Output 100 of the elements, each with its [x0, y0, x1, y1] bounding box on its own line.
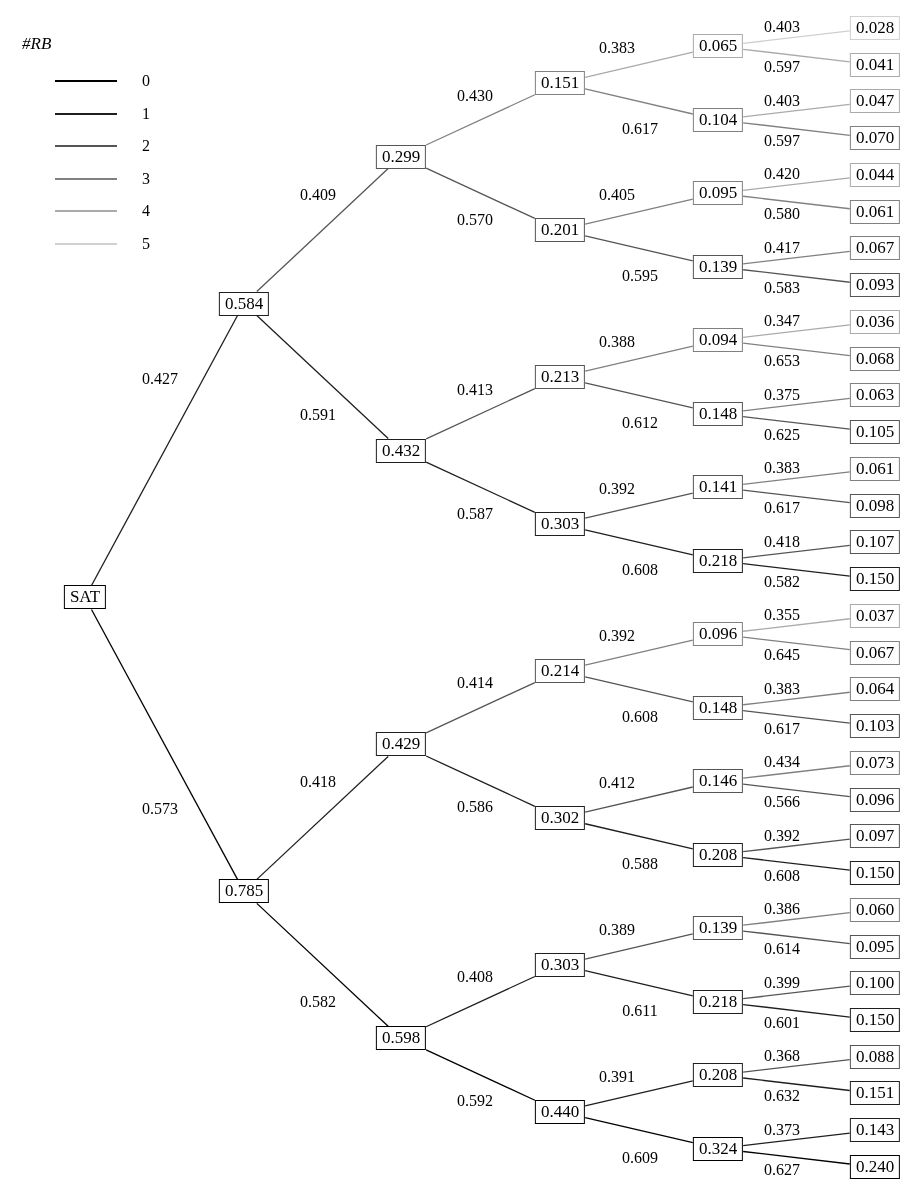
- value-box: 0.041: [849, 52, 901, 77]
- value-box: 0.146: [692, 769, 744, 794]
- branch-line: [742, 195, 851, 210]
- value-box: 0.097: [849, 824, 901, 849]
- branch-line: [742, 563, 851, 577]
- legend-text: 3: [142, 169, 150, 188]
- legend-text: 4: [142, 202, 150, 221]
- branch-line: [742, 269, 851, 283]
- value-box: 0.299: [375, 144, 427, 169]
- value-box: 0.067: [849, 640, 901, 665]
- branch-line: [256, 755, 389, 881]
- branch-line: [742, 985, 851, 1000]
- branch-line: [425, 1049, 536, 1101]
- value-box: 0.036: [849, 309, 901, 334]
- branch-line: [742, 691, 851, 706]
- value-box: 0.067: [849, 236, 901, 261]
- branch-line: [742, 544, 851, 559]
- branch-line: [742, 416, 851, 430]
- branch-line: [742, 324, 851, 338]
- value-box: 0.151: [849, 1081, 901, 1106]
- value-box: 0.065: [692, 34, 744, 59]
- value-box: 0.324: [692, 1136, 744, 1161]
- legend-text: 0: [142, 72, 150, 90]
- branch-line: [742, 250, 851, 265]
- branch-line: [584, 382, 694, 409]
- branch-line: [584, 786, 694, 813]
- value-box: 0.214: [534, 658, 586, 683]
- value-box: 0.139: [692, 916, 744, 941]
- branch-line: [584, 492, 694, 519]
- value-box: 0.303: [534, 512, 586, 536]
- value-box: 0.208: [692, 842, 744, 867]
- value-box: 0.208: [692, 1063, 744, 1088]
- value-box: 0.598: [375, 1026, 427, 1051]
- value-box: 0.094: [692, 328, 744, 353]
- value-box: 0.201: [534, 218, 586, 243]
- value-box: 0.429: [375, 732, 427, 757]
- value-box: 0.213: [534, 365, 586, 389]
- branch-line: [742, 1150, 851, 1165]
- value-box: 0.139: [692, 254, 744, 279]
- branch-line: [256, 314, 389, 440]
- branch-line: [742, 489, 851, 504]
- value-box: 0.088: [849, 1044, 901, 1069]
- branch-line: [425, 755, 536, 807]
- branch-line: [742, 122, 851, 136]
- value-box: 0.044: [849, 162, 901, 187]
- branch-line: [584, 676, 694, 703]
- branch-line: [742, 783, 851, 798]
- value-box: 0.150: [849, 567, 901, 592]
- value-box: 0.151: [534, 71, 586, 96]
- branch-line: [584, 823, 694, 850]
- value-box: 0.107: [849, 530, 901, 555]
- value-box: 0.073: [849, 750, 901, 775]
- value-box: 0.028: [849, 16, 901, 40]
- branch-line: [584, 1117, 694, 1144]
- branch-line: [742, 636, 851, 651]
- branch-line: [425, 388, 536, 440]
- branch-line: [742, 1077, 851, 1092]
- legend-title: #RB: [22, 34, 52, 54]
- value-box: 0.103: [849, 714, 901, 739]
- value-box: SAT: [63, 585, 107, 610]
- branch-line: [742, 397, 851, 412]
- branch-line: [742, 930, 851, 945]
- value-box: 0.061: [849, 199, 901, 224]
- branch-line: [742, 912, 851, 926]
- branch-line: [584, 235, 694, 262]
- branch-line: [742, 342, 851, 357]
- branch-line: [742, 1132, 851, 1147]
- branch-line: [742, 856, 851, 871]
- value-box: 0.150: [849, 1007, 901, 1032]
- branch-line: [742, 177, 851, 192]
- value-box: 0.440: [534, 1099, 586, 1124]
- branch-line: [584, 970, 694, 997]
- branch-line: [584, 345, 694, 372]
- branch-line: [256, 902, 389, 1027]
- branch-line: [742, 838, 851, 853]
- value-box: 0.150: [849, 861, 901, 885]
- value-box: 0.785: [218, 879, 270, 904]
- branch-line: [425, 975, 536, 1028]
- branch-line: [584, 529, 694, 556]
- value-box: 0.063: [849, 383, 901, 408]
- branch-line: [742, 710, 851, 724]
- branch-line: [742, 1059, 851, 1073]
- value-box: 0.064: [849, 677, 901, 702]
- branch-line: [742, 471, 851, 485]
- branch-line: [425, 461, 536, 513]
- branch-line: [584, 88, 694, 115]
- value-box: 0.093: [849, 273, 901, 298]
- value-box: 0.105: [849, 420, 901, 445]
- value-box: 0.432: [375, 438, 427, 463]
- branch-line: [742, 30, 851, 45]
- value-box: 0.584: [218, 291, 270, 316]
- value-box: 0.096: [692, 622, 744, 647]
- value-box: 0.037: [849, 603, 901, 628]
- value-box: 0.218: [692, 989, 744, 1014]
- value-box: 0.302: [534, 805, 586, 830]
- branch-line: [256, 167, 389, 293]
- value-box: 0.070: [849, 126, 901, 151]
- branch-line: [742, 1003, 851, 1018]
- branch-line: [584, 639, 694, 666]
- legend-text: 5: [142, 235, 150, 253]
